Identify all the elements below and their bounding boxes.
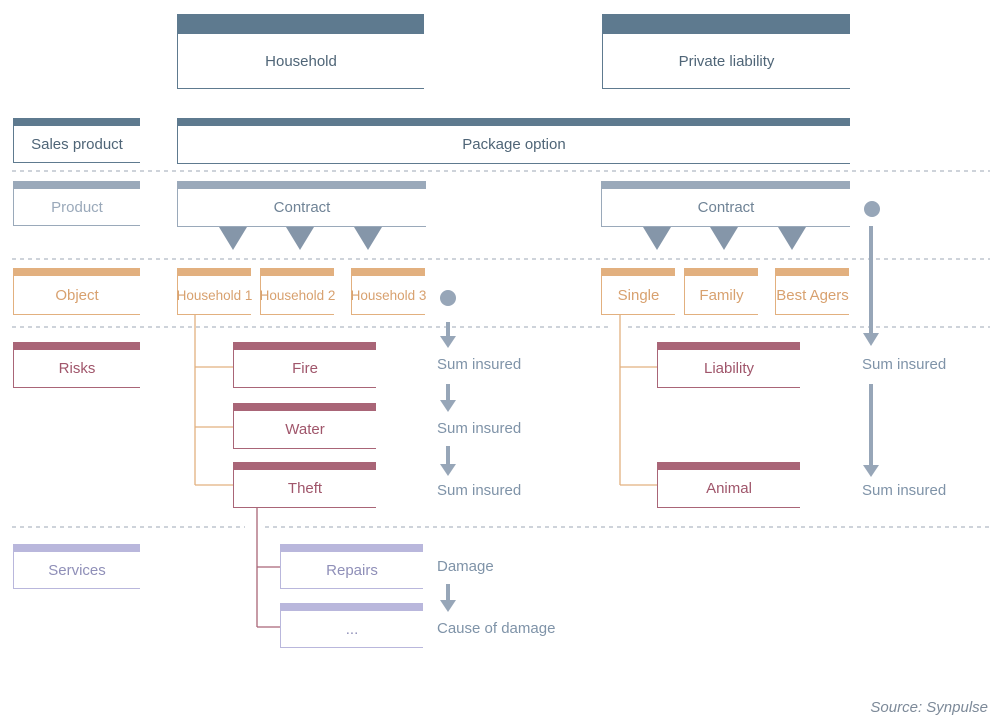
risk-fire[interactable]: Fire — [233, 342, 376, 388]
level-product: Product — [13, 181, 140, 226]
level-services: Services — [13, 544, 140, 589]
contract-right-box[interactable]: Contract — [601, 181, 850, 227]
level-object: Object — [13, 268, 140, 315]
private-liability-title: Private liability — [678, 52, 775, 70]
cause-of-damage-label: Cause of damage — [437, 620, 556, 637]
object-family[interactable]: Family — [684, 268, 758, 315]
household-product-box[interactable]: Household — [177, 14, 424, 89]
object-dot — [440, 290, 456, 306]
contract-left-box[interactable]: Contract — [177, 181, 426, 227]
risk-water[interactable]: Water — [233, 403, 376, 449]
contract-right-triangles — [643, 227, 806, 250]
level-risks: Risks — [13, 342, 140, 388]
dashed-separators — [12, 170, 990, 528]
contract-right-label: Contract — [697, 199, 755, 216]
risk-liability[interactable]: Liability — [657, 342, 800, 388]
private-liability-product-box[interactable]: Private liability — [602, 14, 850, 89]
sum-insured-arrows-right — [863, 226, 879, 477]
object-household-2[interactable]: Household 2 — [260, 268, 335, 315]
contract-left-triangles — [219, 227, 382, 250]
damage-label: Damage — [437, 558, 494, 575]
sum-insured-arrows-left — [440, 322, 456, 612]
object-household-3[interactable]: Household 3 — [351, 268, 426, 315]
risk-tree-left — [194, 315, 233, 486]
package-option-box[interactable]: Package option — [177, 118, 850, 164]
household-title: Household — [265, 52, 337, 70]
sum-insured-water: Sum insured — [437, 420, 522, 437]
object-household-1[interactable]: Household 1 — [177, 268, 252, 315]
object-single[interactable]: Single — [601, 268, 675, 315]
object-best-agers[interactable]: Best Agers — [775, 268, 849, 315]
risk-theft[interactable]: Theft — [233, 462, 376, 508]
contract-dot — [864, 201, 880, 217]
level-sales-product: Sales product — [13, 118, 140, 163]
service-more[interactable]: ... — [280, 603, 423, 648]
source-credit: Source: Synpulse — [870, 699, 988, 716]
sum-insured-liability: Sum insured — [862, 356, 947, 373]
risk-tree-right — [619, 315, 657, 486]
risk-animal[interactable]: Animal — [657, 462, 800, 508]
contract-left-label: Contract — [273, 199, 331, 216]
sum-insured-fire: Sum insured — [437, 356, 522, 373]
package-option-label: Package option — [462, 136, 566, 153]
service-tree — [256, 508, 280, 628]
sum-insured-theft: Sum insured — [437, 482, 522, 499]
sum-insured-animal: Sum insured — [862, 482, 947, 499]
service-repairs[interactable]: Repairs — [280, 544, 423, 589]
